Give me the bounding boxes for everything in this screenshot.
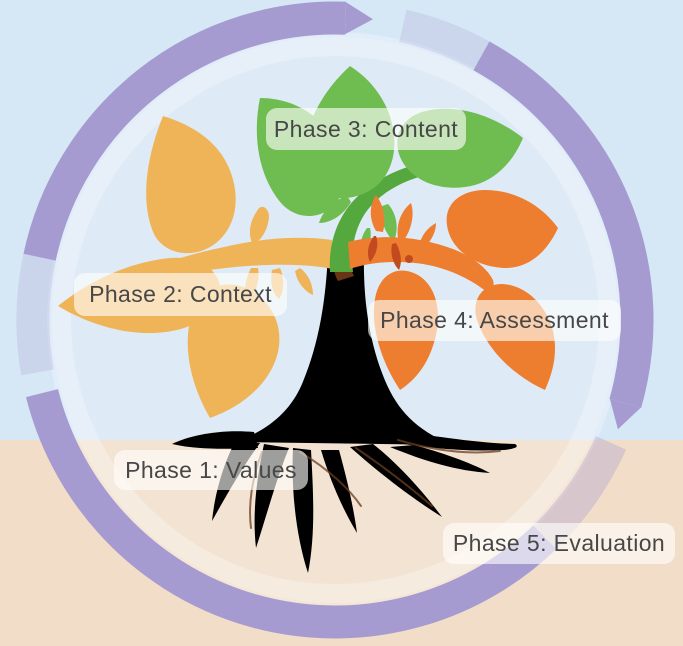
root-right-low: [390, 445, 490, 473]
yellow-leaf-top: [146, 116, 236, 254]
phase-1-label: Phase 1: Values: [114, 450, 308, 490]
orange-leaflet-1: [370, 195, 385, 232]
orange-branch: [348, 237, 494, 293]
phase-2-label: Phase 2: Context: [74, 273, 287, 316]
yellow-bud-top: [249, 206, 269, 245]
ring-ghost-left: [16, 253, 56, 376]
orange-leaflet-2: [397, 203, 413, 240]
red-bud-1: [367, 236, 378, 262]
orange-leaflet-3: [419, 223, 436, 249]
cycle-ring: [16, 1, 654, 639]
red-bud-2: [391, 243, 401, 270]
yellow-leaf-down: [187, 284, 280, 418]
red-bud-3: [405, 255, 413, 263]
ring-arc-upper-left: [23, 1, 347, 261]
green-leaflet-2: [381, 204, 397, 241]
yellow-branch: [124, 237, 333, 289]
ring-arc-right: [473, 41, 654, 408]
green-leaflet-1: [319, 196, 351, 223]
phase-5-label: Phase 5: Evaluation: [443, 523, 675, 564]
ring-ghost-top-right: [398, 9, 490, 71]
phase-4-label: Phase 4: Assessment: [368, 300, 621, 341]
tree: [58, 66, 558, 573]
orange-leaf-right: [446, 189, 558, 269]
ring-arc-bottom: [25, 389, 557, 639]
ring-arrowhead-top: [344, 2, 373, 35]
red-buds: [367, 236, 413, 270]
ring-arrowheads: [344, 2, 641, 430]
trunk: [236, 252, 452, 445]
ring-arrowhead-right: [609, 398, 641, 430]
phase-3-label: Phase 3: Content: [266, 108, 466, 150]
yellow-leaflet-3: [295, 268, 313, 295]
root-right-diag: [350, 444, 442, 517]
root-center-right: [321, 450, 357, 533]
